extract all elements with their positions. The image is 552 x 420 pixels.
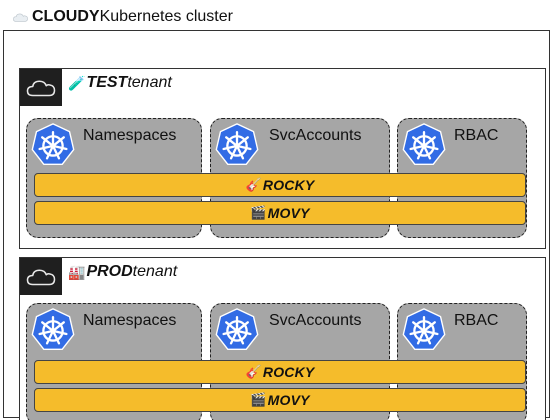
cloud-icon: [26, 77, 56, 99]
guitar-icon: 🎸: [245, 364, 262, 379]
namespace-label: SvcAccounts: [269, 312, 362, 329]
cluster-title: CLOUDY Kubernetes cluster: [12, 6, 233, 28]
kubernetes-icon: [401, 307, 447, 353]
tenant-name: PROD: [86, 263, 133, 280]
app-name: ROCKY: [262, 364, 315, 380]
tenant-prod: 🏭PROD tenant Namespaces SvcAccounts RBAC…: [19, 257, 546, 420]
tenant-test: 🧪TEST tenant Namespaces SvcAccounts RBAC…: [19, 68, 546, 249]
tenant-suffix: tenant: [132, 263, 178, 280]
cloud-tab: [20, 69, 62, 106]
clapperboard-icon: 🎬: [250, 392, 267, 407]
namespace-label: Namespaces: [83, 312, 177, 329]
cluster-frame: 🧪TEST tenant Namespaces SvcAccounts RBAC…: [3, 30, 550, 420]
factory-icon: 🏭: [68, 263, 86, 280]
kubernetes-icon: [401, 122, 447, 168]
cloud-icon: [13, 13, 28, 22]
tenant-title: 🧪TEST tenant: [68, 72, 172, 94]
cloud-tab: [20, 258, 62, 295]
namespace-label: Namespaces: [83, 127, 177, 144]
cluster-suffix: Kubernetes cluster: [99, 8, 233, 25]
app-bar-rocky: 🎸ROCKY: [34, 360, 526, 384]
cloud-icon: [26, 266, 56, 288]
cluster-name: CLOUDY: [32, 8, 100, 25]
tenant-name: TEST: [86, 74, 128, 91]
clapperboard-icon: 🎬: [250, 205, 267, 220]
app-name: ROCKY: [262, 177, 315, 193]
kubernetes-icon: [214, 122, 260, 168]
app-name: MOVY: [267, 205, 310, 221]
app-bar-movy: 🎬MOVY: [34, 388, 526, 412]
app-bar-movy: 🎬MOVY: [34, 201, 526, 225]
namespace-label: SvcAccounts: [269, 127, 362, 144]
tenant-suffix: tenant: [127, 74, 172, 91]
test-tube-icon: 🧪: [68, 74, 86, 91]
app-bar-rocky: 🎸ROCKY: [34, 173, 526, 197]
namespace-label: RBAC: [454, 127, 499, 144]
namespace-label: RBAC: [454, 312, 499, 329]
kubernetes-icon: [30, 307, 76, 353]
kubernetes-icon: [214, 307, 260, 353]
app-name: MOVY: [267, 392, 310, 408]
tenant-title: 🏭PROD tenant: [68, 261, 177, 283]
kubernetes-icon: [30, 122, 76, 168]
guitar-icon: 🎸: [245, 177, 262, 192]
